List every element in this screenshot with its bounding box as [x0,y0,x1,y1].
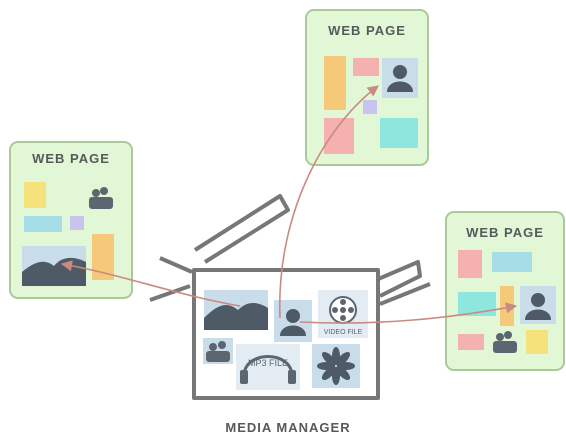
web-page-top: WEB PAGE [305,9,429,166]
mp3-file: MP3 FILE [236,344,300,390]
flower-image [312,344,360,388]
arrow-to-right-page [299,302,518,324]
media-manager-label: MEDIA MANAGER [225,420,350,435]
right-flap [375,260,422,298]
arrow-to-left-page [60,260,241,307]
left-flap [159,256,193,274]
text-block [324,118,354,154]
text-block [380,118,418,148]
web-page-top-title: WEB PAGE [328,23,406,38]
video-file-label: VIDEO FILE [324,329,363,336]
text-block [458,250,482,278]
text-block [24,182,46,208]
right-flap [379,282,431,306]
people-icon [89,187,113,209]
person-photo [520,286,556,324]
mp3-file-label: MP3 FILE [248,358,288,368]
left-flap [149,284,191,302]
video-file: VIDEO FILE [318,290,368,338]
web-page-right: WEB PAGE [445,211,565,371]
top-flap [193,194,290,264]
web-page-left: WEB PAGE [9,141,133,299]
text-block [492,252,532,272]
web-page-right-title: WEB PAGE [466,225,544,240]
text-block [353,58,379,76]
square-block [363,100,377,114]
web-page-left-title: WEB PAGE [32,151,110,166]
arrow-to-top-page [278,85,379,319]
text-column [324,56,346,110]
person-photo [382,58,418,98]
landscape-image [204,290,268,330]
text-block [526,330,548,354]
text-column [92,234,114,280]
text-block [24,216,62,232]
square-block [70,216,84,230]
text-block [458,334,484,350]
people-photo [203,338,233,364]
people-icon [493,331,517,353]
